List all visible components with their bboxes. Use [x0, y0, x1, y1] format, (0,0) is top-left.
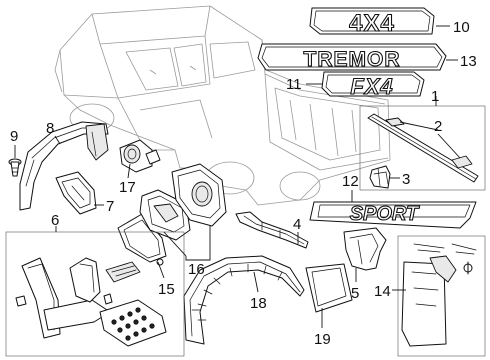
- part-18-wheelhouse-liner: [183, 255, 305, 345]
- badge-fx4: FX4: [321, 71, 425, 100]
- callout-7: 7: [106, 198, 114, 215]
- truck-ghost-outline: [54, 5, 391, 206]
- part-4-bracket: [235, 211, 309, 249]
- flap-hardware-2: [451, 243, 477, 255]
- badge-4x4: 4X4: [309, 7, 435, 38]
- callout-13: 13: [460, 53, 477, 70]
- box-14-frame: [397, 235, 486, 357]
- callout-3: 3: [402, 171, 410, 188]
- badge-tremor-text: TREMOR: [304, 48, 401, 71]
- callout-1: 1: [431, 88, 439, 105]
- callout-12: 12: [342, 173, 359, 190]
- part-8-moulding: [19, 121, 109, 211]
- badge-sport-text: SPORT: [350, 203, 420, 225]
- foam-block: [105, 261, 141, 283]
- callout-6: 6: [51, 212, 59, 229]
- kit-bolt-right: [103, 293, 113, 305]
- callout-15: 15: [158, 281, 175, 298]
- badge-sport: SPORT: [309, 201, 477, 229]
- callout-11: 11: [286, 76, 302, 93]
- part-19-shield-panel: [305, 263, 353, 313]
- callout-4: 4: [293, 216, 301, 233]
- box-14-mud-flaps: [397, 235, 486, 357]
- callout-17: 17: [119, 179, 136, 196]
- part-16-fuel-housing: [139, 163, 227, 241]
- box-1-step-moulding: [359, 105, 486, 191]
- part-9-push-pin: [8, 158, 22, 177]
- kit-bolt-left: [15, 295, 27, 307]
- clip-lower: [451, 155, 473, 169]
- callout-19: 19: [314, 331, 331, 348]
- box-6-jack-kit: [5, 231, 185, 357]
- callout-5: 5: [351, 285, 359, 302]
- tool-tray: [99, 299, 167, 347]
- part-7-bracket: [55, 171, 97, 215]
- callout-8: 8: [46, 120, 54, 137]
- callout-14: 14: [374, 283, 391, 300]
- badge-fx4-text: FX4: [350, 74, 393, 99]
- callout-9: 9: [10, 128, 18, 145]
- callout-16: 16: [188, 261, 205, 278]
- flap-bracket: [429, 255, 457, 283]
- part-5-splash-shield: [343, 227, 387, 271]
- callout-numbers: 1 2 3 4 5 6 7 8 9 10 11 12 13 14 15 16 1…: [10, 19, 477, 348]
- flap-hardware-1: [413, 243, 445, 253]
- tray-pattern: [111, 307, 155, 341]
- callout-18: 18: [250, 295, 267, 312]
- leader-lines: [14, 25, 461, 328]
- callout-10: 10: [453, 19, 470, 36]
- box-6-frame: [5, 231, 185, 357]
- clip-upper: [385, 117, 405, 127]
- callout-2: 2: [434, 118, 442, 135]
- box-1-frame: [359, 105, 486, 191]
- part-3-bracket: [369, 165, 391, 189]
- part-17-fuel-filler: [119, 139, 161, 173]
- badge-tremor: TREMOR: [257, 43, 447, 72]
- badge-4x4-text: 4X4: [349, 10, 395, 37]
